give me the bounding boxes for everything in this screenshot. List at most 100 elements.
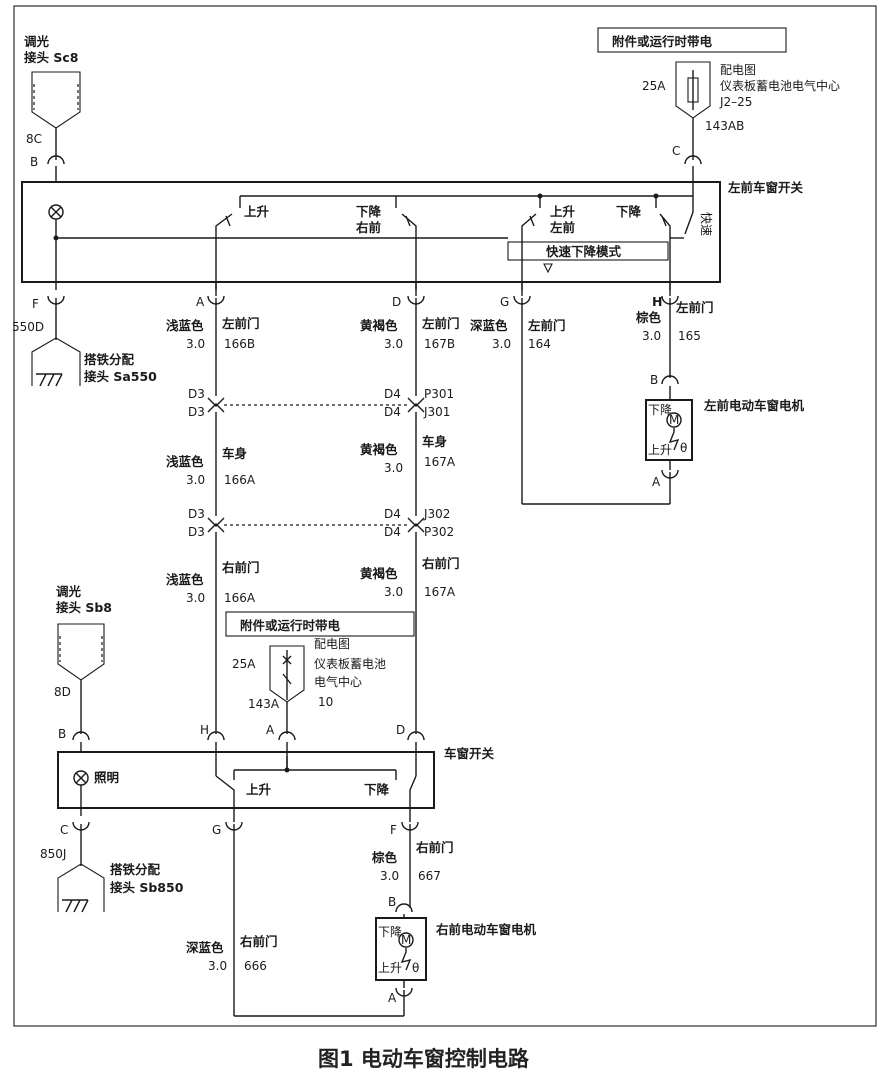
motor-up-label: 上升	[378, 961, 402, 975]
wire-color: 黄褐色	[360, 566, 398, 581]
pin-label: F	[390, 823, 397, 837]
power-ref2: 仪表板蓄电池	[314, 657, 386, 671]
source-title: 调光	[24, 34, 50, 49]
pin-label: A	[266, 723, 275, 737]
circuit-label: 850J	[40, 847, 66, 861]
source-name: 接头 Sb8	[56, 600, 112, 615]
switch-down2-label: 下降	[616, 204, 642, 219]
left-ground: F 550D 搭铁分配 接头 Sa550	[12, 282, 157, 387]
wire-circuit: 166B	[224, 337, 255, 351]
pin-label: A	[388, 991, 397, 1005]
circuit-label: 8C	[26, 132, 42, 146]
express-mode-label: 快速下降模式	[546, 244, 622, 259]
wire-size: 3.0	[384, 337, 403, 351]
wire-666: 深蓝色 右前门 3.0 666	[186, 824, 404, 1017]
connector-name: J302	[423, 507, 450, 521]
wire-size: 3.0	[384, 461, 403, 475]
window-switch: 车窗开关 照明 H D 上升 下降 G F C	[57, 723, 495, 837]
wire-color: 浅蓝色	[166, 454, 204, 469]
connector-pin: D3	[188, 405, 205, 419]
svg-text:θ: θ	[412, 961, 419, 975]
wire-circuit: 667	[418, 869, 441, 883]
connector-p301-j301: D3 D3 D4 D4 P301 J301	[188, 387, 454, 419]
wire-167a-right-door: 黄褐色 右前门 3.0 167A	[360, 556, 460, 599]
circuit-label: 143A	[248, 697, 280, 711]
connector-pin: D4	[384, 507, 401, 521]
pin-label: D	[392, 295, 401, 309]
wire-color: 深蓝色	[470, 318, 508, 333]
ground-name: 接头 Sa550	[84, 369, 157, 384]
switch-left-front-label: 左前	[549, 220, 576, 235]
pin-label: H	[200, 723, 209, 737]
wire-667: 棕色 右前门 3.0 667	[371, 824, 454, 908]
motor-up-label: 上升	[648, 443, 672, 457]
wire-location: 车身	[222, 446, 248, 461]
pin-label: A	[196, 295, 205, 309]
switch-up-label: 上升	[244, 204, 270, 219]
wire-circuit: 666	[244, 959, 267, 973]
wire-color: 棕色	[371, 850, 398, 865]
wire-location: 左前门	[675, 300, 714, 315]
pin-label: G	[212, 823, 221, 837]
switch-down-label: 下降	[356, 204, 382, 219]
pin-label: C	[60, 823, 68, 837]
connector-pin: D3	[188, 387, 205, 401]
power-ref4: 10	[318, 695, 333, 709]
wire-location: 右前门	[421, 556, 460, 571]
wire-size: 3.0	[380, 869, 399, 883]
power-ref3: 电气中心	[314, 674, 362, 689]
wire-167a-body: 黄褐色 车身 3.0 167A	[360, 434, 456, 475]
pin-label: B	[388, 895, 396, 909]
wire-g-164: G 深蓝色 左前门 3.0 164	[470, 282, 670, 505]
wire-size: 3.0	[208, 959, 227, 973]
figure-caption: 图1 电动车窗控制电路	[318, 1047, 530, 1071]
motor-m-label: M	[401, 933, 411, 947]
switch-title: 左前车窗开关	[727, 180, 804, 195]
wire-size: 3.0	[186, 591, 205, 605]
wire-size: 3.0	[492, 337, 511, 351]
motor-down-label: 下降	[648, 403, 672, 417]
switch-down-label: 下降	[364, 782, 390, 797]
wire-color: 深蓝色	[186, 940, 224, 955]
connector-name: P302	[424, 525, 454, 539]
svg-text:θ: θ	[680, 441, 687, 455]
pin-label: B	[58, 727, 66, 741]
express-side-label: 快速	[699, 212, 713, 236]
wire-circuit: 167A	[424, 455, 456, 469]
wire-location: 右前门	[415, 840, 454, 855]
circuit-label: 550D	[12, 320, 44, 334]
switch-up2-label: 上升	[550, 204, 576, 219]
wire-size: 3.0	[642, 329, 661, 343]
switch-title: 车窗开关	[444, 746, 495, 761]
connector-pin: D4	[384, 405, 401, 419]
power-ref2: 仪表板蓄电池电气中心	[720, 78, 840, 93]
fuse-rating: 25A	[642, 79, 666, 93]
wire-location: 左前门	[527, 318, 566, 333]
wire-size: 3.0	[186, 337, 205, 351]
wire-size: 3.0	[384, 585, 403, 599]
wire-circuit: 165	[678, 329, 701, 343]
pin-label: H	[652, 294, 662, 309]
diagram-frame	[13, 5, 877, 1027]
switch-up-label: 上升	[246, 782, 272, 797]
wire-166a-right-door: 浅蓝色 右前门 3.0 166A	[166, 560, 260, 605]
source-name: 接头 Sc8	[24, 50, 78, 65]
left-front-window-motor: B 左前电动车窗电机 下降 M θ 上升 A	[645, 373, 805, 504]
wire-size: 3.0	[186, 473, 205, 487]
fuse-rating: 25A	[232, 657, 256, 671]
wire-circuit: 166A	[224, 591, 256, 605]
bottom-ground: 850J 搭铁分配 接头 Sb850	[40, 824, 184, 913]
wire-166a-body: 浅蓝色 车身 3.0 166A	[166, 446, 256, 487]
power-ref1: 配电图	[314, 637, 350, 651]
motor-m-label: M	[669, 413, 679, 427]
circuit-label: 143AB	[705, 119, 744, 133]
connector-pin: D3	[188, 507, 205, 521]
top-left-source: 调光 接头 Sc8 8C B	[24, 34, 81, 182]
pin-label: B	[30, 155, 38, 169]
left-front-window-switch: 左前车窗开关 上升 下降 右前 上升 左前 下降 快速	[21, 180, 804, 296]
wire-a-166b: A 浅蓝色 左前门 3.0 166B	[166, 282, 260, 396]
wire-color: 棕色	[635, 310, 662, 325]
power-bottom: 附件或运行时带电 25A 配电图 仪表板蓄电池 电气中心 10 143A A	[225, 611, 415, 770]
power-top: 附件或运行时带电 25A 配电图 仪表板蓄电池电气中心 J2–25 143AB …	[597, 27, 840, 182]
